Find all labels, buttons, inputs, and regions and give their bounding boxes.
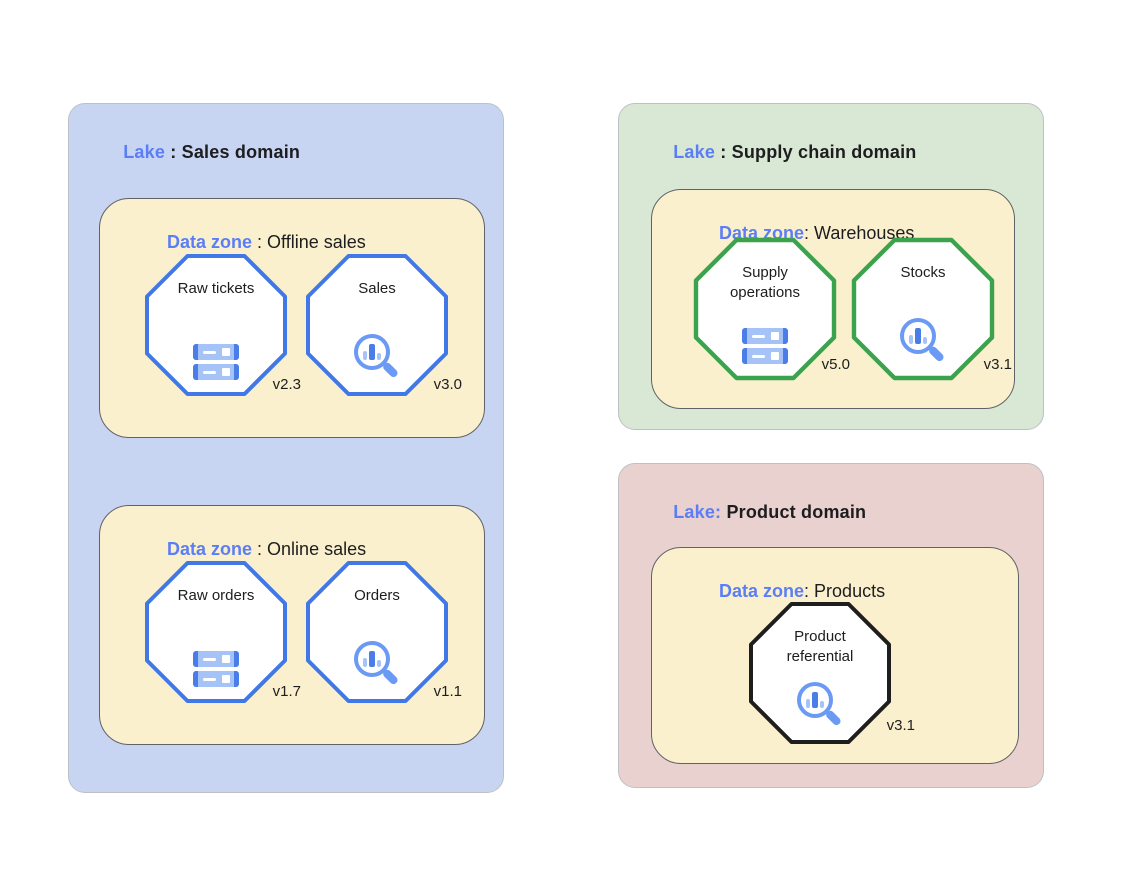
search-analytics-icon: [899, 318, 947, 364]
entity-stocks: Stocks v3.1: [851, 237, 1012, 381]
zone-name: : Warehouses: [804, 223, 915, 243]
lake-name: Product domain: [721, 502, 867, 522]
zone-name: : Offline sales: [252, 232, 366, 252]
data-zone-products: Data zone: Products Product referential …: [651, 547, 1019, 764]
entity-name: Product referential: [786, 628, 854, 666]
lake-label: Lake:: [673, 502, 722, 522]
entity-raw-orders: Raw orders v1.7: [145, 561, 301, 703]
entity-version: v3.1: [983, 356, 1012, 373]
octagon-shape: [693, 237, 837, 381]
entity-supply-operations: Supply operations v5.0: [693, 237, 850, 381]
entity-name: Raw orders: [177, 587, 255, 604]
octagon-shape: [306, 561, 448, 703]
zone-label: Data zone: [719, 581, 805, 601]
storage-icon: [742, 328, 788, 364]
lake-title: Lake : Supply chain domain: [642, 121, 916, 184]
lake-name: : Sales domain: [165, 142, 301, 162]
lake-label: Lake: [123, 142, 166, 162]
entity-raw-tickets: Raw tickets v2.3: [145, 254, 301, 396]
lake-name: : Supply chain domain: [715, 142, 917, 162]
storage-icon: [193, 651, 239, 687]
lake-label: Lake: [673, 142, 716, 162]
entity-name: Raw tickets: [177, 280, 255, 297]
octagon-shape: [145, 561, 287, 703]
zone-title: Data zone: Products: [679, 560, 885, 623]
zone-label: Data zone: [167, 232, 253, 252]
entity-version: v2.3: [272, 376, 301, 393]
entity-version: v3.1: [886, 717, 915, 734]
data-zone-warehouses: Data zone: Warehouses Supply operations …: [651, 189, 1015, 409]
lake-title: Lake: Product domain: [642, 481, 866, 544]
entity-product-referential: Product referential v3.1: [749, 602, 915, 744]
octagon-shape: [851, 237, 995, 381]
data-zone-offline-sales: Data zone : Offline sales Raw tickets v2…: [99, 198, 485, 438]
octagon-shape: [306, 254, 448, 396]
entity-orders: Orders v1.1: [306, 561, 462, 703]
octagon-shape: [145, 254, 287, 396]
lake-product-domain: Lake: Product domain Data zone: Products…: [618, 463, 1044, 788]
zone-label: Data zone: [167, 539, 253, 559]
zone-title: Data zone : Online sales: [127, 518, 366, 581]
search-analytics-icon: [796, 682, 844, 728]
lake-title: Lake : Sales domain: [92, 121, 300, 184]
search-analytics-icon: [353, 334, 401, 380]
lake-sales-domain: Lake : Sales domain Data zone : Offline …: [68, 103, 504, 793]
data-zone-online-sales: Data zone : Online sales Raw orders v1.7…: [99, 505, 485, 745]
storage-icon: [193, 344, 239, 380]
entity-name: Orders: [354, 587, 400, 604]
lake-supply-chain-domain: Lake : Supply chain domain Data zone: Wa…: [618, 103, 1044, 430]
entity-version: v3.0: [433, 376, 462, 393]
entity-name: Supply operations: [729, 264, 801, 302]
entity-version: v1.7: [272, 683, 301, 700]
entity-version: v5.0: [821, 356, 850, 373]
search-analytics-icon: [353, 641, 401, 687]
zone-title: Data zone : Offline sales: [127, 211, 366, 274]
entity-sales: Sales v3.0: [306, 254, 462, 396]
entity-name: Stocks: [900, 264, 946, 281]
zone-name: : Products: [804, 581, 886, 601]
zone-name: : Online sales: [252, 539, 367, 559]
entity-version: v1.1: [433, 683, 462, 700]
octagon-shape: [749, 602, 891, 744]
entity-name: Sales: [358, 280, 396, 297]
